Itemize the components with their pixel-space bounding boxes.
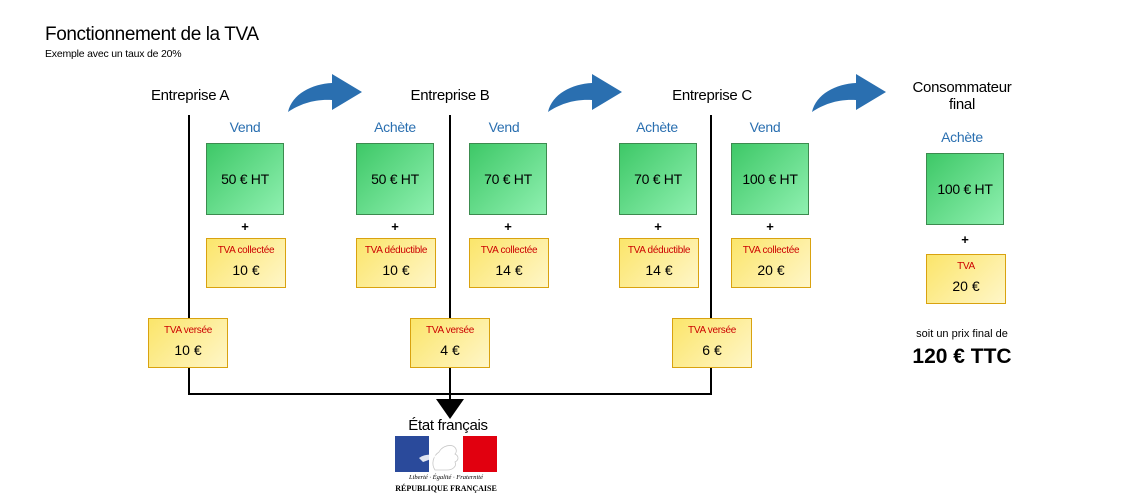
- state-label: État français: [408, 417, 488, 434]
- c-sell-ht-box: 100 € HT: [731, 143, 809, 215]
- consumer-buy-role: Achète: [941, 129, 983, 145]
- consumer-buy-tva-amount: 20 €: [952, 278, 980, 294]
- b-sell-tva-amount: 14 €: [495, 262, 523, 278]
- collector-line: [188, 393, 712, 395]
- final-price-value: 120 € TTC: [912, 345, 1012, 368]
- versee-a-amount: 10 €: [174, 342, 202, 358]
- consumer-heading-line1: Consommateur: [912, 79, 1012, 96]
- versee-b-box: TVA versée 4 €: [410, 318, 490, 368]
- b-sell-role: Vend: [488, 119, 520, 135]
- final-price-note: soit un prix final de: [916, 328, 1008, 340]
- c-sell-tva-label: TVA collectée: [742, 245, 800, 256]
- separator-b: [449, 115, 451, 400]
- versee-c-box: TVA versée 6 €: [672, 318, 752, 368]
- b-buy-tva-label: TVA déductible: [364, 245, 428, 256]
- separator-a: [188, 115, 190, 395]
- entreprise-a-heading: Entreprise A: [150, 87, 230, 104]
- b-buy-tva-box: TVA déductible 10 €: [356, 238, 436, 288]
- diagram-subtitle: Exemple avec un taux de 20%: [45, 48, 182, 60]
- versee-b-label: TVA versée: [426, 325, 474, 336]
- a-sell-tva-box: TVA collectée 10 €: [206, 238, 286, 288]
- versee-c-label: TVA versée: [688, 325, 736, 336]
- versee-a-label: TVA versée: [164, 325, 212, 336]
- versee-c-amount: 6 €: [702, 342, 722, 358]
- c-sell-plus: +: [766, 219, 774, 234]
- b-buy-role: Achète: [374, 119, 416, 135]
- versee-b-amount: 4 €: [440, 342, 460, 358]
- consumer-buy-tva-label: TVA: [957, 261, 975, 272]
- c-buy-plus: +: [654, 219, 662, 234]
- arrow-to-state-icon: [436, 399, 464, 419]
- b-sell-tva-label: TVA collectée: [480, 245, 538, 256]
- b-buy-ht-box: 50 € HT: [356, 143, 434, 215]
- c-sell-role: Vend: [749, 119, 781, 135]
- c-buy-tva-label: TVA déductible: [627, 245, 691, 256]
- flow-arrow-c-to-consumer: [812, 74, 886, 112]
- b-sell-ht-box: 70 € HT: [469, 143, 547, 215]
- c-buy-ht-box: 70 € HT: [619, 143, 697, 215]
- consumer-heading-line2: final: [948, 96, 976, 113]
- c-buy-tva-amount: 14 €: [645, 262, 673, 278]
- c-sell-tva-amount: 20 €: [757, 262, 785, 278]
- entreprise-c-heading: Entreprise C: [672, 87, 752, 104]
- flow-arrow-b-to-c: [548, 74, 622, 112]
- a-sell-role: Vend: [229, 119, 261, 135]
- versee-a-box: TVA versée 10 €: [148, 318, 228, 368]
- a-sell-ht-box: 50 € HT: [206, 143, 284, 215]
- a-sell-plus: +: [241, 219, 249, 234]
- c-sell-tva-box: TVA collectée 20 €: [731, 238, 811, 288]
- c-buy-role: Achète: [636, 119, 678, 135]
- consumer-buy-plus: +: [961, 232, 969, 247]
- consumer-heading: Consommateur final: [882, 79, 1042, 113]
- a-sell-tva-amount: 10 €: [232, 262, 260, 278]
- flow-arrow-a-to-b: [288, 74, 362, 112]
- state-motto: Liberté · Égalité · Fraternité: [408, 474, 484, 481]
- entreprise-b-heading: Entreprise B: [410, 87, 490, 104]
- a-sell-tva-label: TVA collectée: [217, 245, 275, 256]
- separator-c: [710, 115, 712, 395]
- c-buy-tva-box: TVA déductible 14 €: [619, 238, 699, 288]
- diagram-title: Fonctionnement de la TVA: [45, 24, 259, 45]
- b-buy-tva-amount: 10 €: [382, 262, 410, 278]
- consumer-buy-ht-box: 100 € HT: [926, 153, 1004, 225]
- consumer-buy-tva-box: TVA 20 €: [926, 254, 1006, 304]
- b-sell-tva-box: TVA collectée 14 €: [469, 238, 549, 288]
- state-name: RÉPUBLIQUE FRANÇAISE: [395, 484, 497, 493]
- b-buy-plus: +: [391, 219, 399, 234]
- republique-francaise-logo: [395, 436, 497, 472]
- b-sell-plus: +: [504, 219, 512, 234]
